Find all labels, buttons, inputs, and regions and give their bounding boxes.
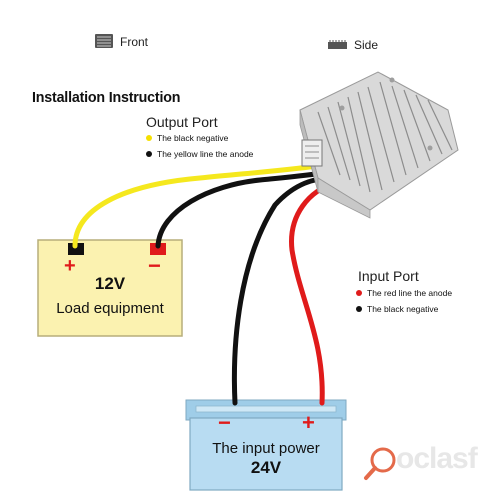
load-plus-sign: +	[64, 255, 76, 277]
input-plus-sign: +	[302, 410, 315, 435]
load-battery	[37, 239, 183, 337]
input-port-title: Input Port	[358, 268, 419, 284]
load-voltage: 12V	[94, 274, 126, 293]
input-label: The input power	[212, 440, 320, 457]
connector-block	[301, 139, 323, 167]
black-output-wire	[155, 169, 333, 249]
input-voltage: 24V	[250, 458, 282, 477]
front-label: Front	[120, 35, 149, 49]
load-minus-sign: −	[148, 253, 161, 278]
load-negative-terminal	[150, 243, 166, 255]
red-input-wire	[289, 180, 338, 406]
black-dot-icon	[146, 151, 152, 157]
input-port-list: The red line the anode The black negativ…	[356, 288, 452, 314]
dc-converter-device	[299, 71, 459, 219]
watermark-logo: oclasf	[396, 442, 478, 475]
output-port-list: The black negative The yellow line the a…	[146, 133, 253, 159]
input-port-item: The red line the anode	[356, 288, 452, 298]
magnifier-logo-icon	[364, 447, 396, 480]
side-view-icon	[328, 40, 347, 49]
output-port-title: Output Port	[146, 114, 218, 130]
side-label: Side	[354, 38, 379, 52]
output-port-item: The black negative	[146, 133, 253, 143]
front-view-icon	[95, 34, 113, 48]
yellow-output-wire	[72, 162, 328, 249]
load-positive-terminal	[68, 243, 84, 255]
input-battery	[185, 399, 347, 491]
load-label: Load equipment	[56, 300, 164, 317]
diagram-title: Installation Instruction	[32, 89, 181, 106]
black-input-wire	[231, 175, 335, 406]
wires	[72, 162, 338, 406]
input-minus-sign: −	[218, 410, 231, 435]
output-port-item: The yellow line the anode	[146, 149, 253, 159]
red-dot-icon	[356, 290, 362, 296]
input-port-item: The black negative	[356, 304, 452, 314]
black-dot-icon	[356, 306, 362, 312]
yellow-dot-icon	[146, 135, 152, 141]
